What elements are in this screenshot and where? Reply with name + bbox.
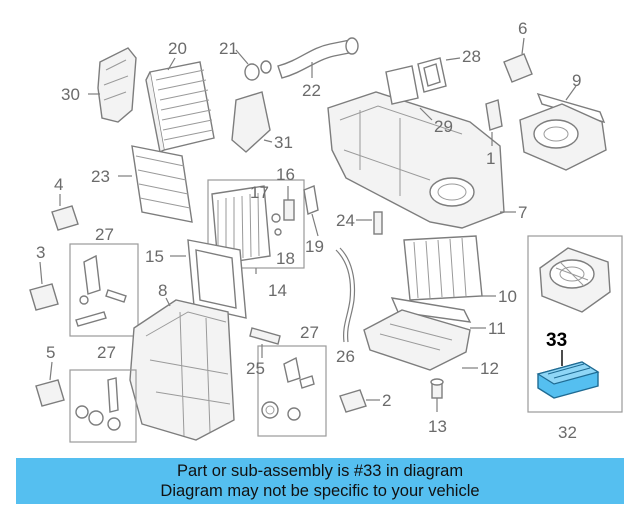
label-31: 31 xyxy=(274,133,293,152)
part-4-sensor xyxy=(51,194,79,231)
label-15: 15 xyxy=(145,247,164,266)
part-31-bracket xyxy=(231,91,273,153)
label-1: 1 xyxy=(486,149,495,168)
part-26-hose xyxy=(335,247,356,343)
part-33-highlighted xyxy=(536,350,600,399)
label-32: 32 xyxy=(558,423,577,442)
label-23: 23 xyxy=(91,167,110,186)
hvac-housing-main xyxy=(327,91,516,229)
label-11: 11 xyxy=(488,319,506,338)
label-17: 17 xyxy=(250,183,269,202)
label-29: 29 xyxy=(434,117,453,136)
banner-line-2: Diagram may not be specific to your vehi… xyxy=(160,482,480,500)
banner-line-1: Part or sub-assembly is #33 in diagram xyxy=(176,462,464,480)
label-12: 12 xyxy=(480,359,499,378)
label-18: 18 xyxy=(276,249,295,268)
label-27c: 27 xyxy=(97,343,116,362)
label-5: 5 xyxy=(46,343,55,362)
part-27-group-c xyxy=(69,369,137,443)
part-12-pan xyxy=(363,309,478,371)
part-30-bracket xyxy=(88,47,137,123)
part-3-actuator xyxy=(29,261,59,311)
label-27a: 27 xyxy=(95,225,114,244)
part-27-group-b xyxy=(257,345,327,437)
label-25: 25 xyxy=(246,359,265,378)
part-8-lower-housing xyxy=(129,297,235,441)
part-23-evaporator xyxy=(118,145,193,223)
label-13: 13 xyxy=(428,417,447,436)
part-15-frame xyxy=(170,239,247,319)
label-30: 30 xyxy=(61,85,80,104)
label-33: 33 xyxy=(546,330,567,351)
label-24: 24 xyxy=(336,211,355,230)
label-8: 8 xyxy=(158,281,167,300)
label-19: 19 xyxy=(305,237,324,256)
part-25-clip xyxy=(249,327,281,358)
part-27-group-a xyxy=(69,243,139,337)
part-28-gasket xyxy=(417,57,461,93)
label-14: 14 xyxy=(268,281,287,300)
blower-housing-upper xyxy=(519,103,607,171)
label-10: 10 xyxy=(498,287,517,306)
part-21-clamps xyxy=(235,49,272,81)
label-16: 16 xyxy=(276,165,295,184)
label-27b: 27 xyxy=(300,323,319,342)
part-2-sensor xyxy=(339,389,380,413)
label-20: 20 xyxy=(168,39,187,58)
part-24-valve xyxy=(356,211,383,235)
parts-diagram: 30 20 21 22 28 6 9 xyxy=(29,19,623,443)
part-11-cover xyxy=(390,297,486,329)
part-19-seal xyxy=(303,185,319,237)
label-22: 22 xyxy=(302,81,321,100)
part-10-filter xyxy=(403,235,496,301)
label-3: 3 xyxy=(36,243,45,262)
label-21: 21 xyxy=(219,39,238,58)
part-20-heater-core xyxy=(145,57,215,154)
label-7: 7 xyxy=(518,203,527,222)
part-14-core xyxy=(207,179,305,274)
part-29-seal xyxy=(385,65,433,121)
label-4: 4 xyxy=(54,175,63,194)
part-6-actuator xyxy=(503,37,533,83)
part-22-pipe xyxy=(277,37,359,79)
label-26: 26 xyxy=(336,347,355,366)
info-banner: Part or sub-assembly is #33 in diagram D… xyxy=(16,458,624,504)
part-5-actuator xyxy=(35,361,65,407)
parts-16-17-18 xyxy=(271,186,295,236)
label-28: 28 xyxy=(462,47,481,66)
part-13-plug xyxy=(430,378,444,412)
part-1-sensor xyxy=(485,99,503,146)
label-2: 2 xyxy=(382,391,391,410)
label-9: 9 xyxy=(572,71,581,90)
label-6: 6 xyxy=(518,19,527,38)
part-32-group xyxy=(527,235,623,413)
